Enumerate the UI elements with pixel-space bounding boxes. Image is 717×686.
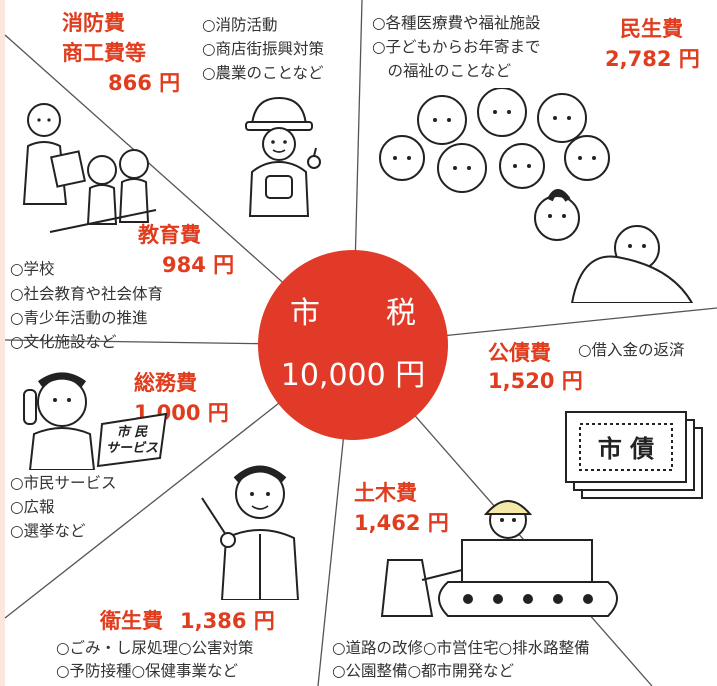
public-debt-item: ○借入金の返済: [578, 341, 685, 359]
doctor-illustration: [201, 465, 300, 600]
general-affairs-item: ○広報: [10, 498, 55, 516]
education-item: ○青少年活動の推進: [10, 309, 148, 327]
elderly-faces-illustration: [379, 88, 694, 303]
education-name: 教育費: [138, 223, 201, 247]
public-debt-amount: 1,520 円: [488, 369, 583, 393]
city-tax-total: 10,000 円: [280, 358, 426, 393]
fire-commerce-item: ○消防活動: [202, 16, 278, 34]
civil-engineering-amount: 1,462 円: [354, 511, 449, 535]
fire-commerce-name-2: 商工費等: [62, 41, 146, 65]
education-item: ○学校: [10, 260, 55, 278]
general-affairs-item: ○市民サービス: [10, 474, 117, 492]
city-tax-circle: 市 税 10,000 円: [258, 250, 448, 440]
sanitation-amount: 1,386 円: [180, 609, 275, 633]
bond-sign-text: 市 債: [598, 435, 654, 463]
civil-engineering-name: 土木費: [354, 481, 417, 505]
welfare-item: の福祉のことなど: [372, 62, 512, 80]
education-item: ○社会教育や社会体育: [10, 285, 164, 303]
civil-engineering-item: ○公園整備○都市開発など: [332, 662, 515, 680]
bulldozer-illustration: [380, 500, 618, 617]
firefighter-illustration: [245, 96, 321, 217]
city-tax-label: 市 税: [290, 296, 434, 331]
fire-commerce-item: ○商店街振興対策: [202, 40, 325, 58]
welfare-name: 民生費: [620, 17, 683, 41]
sanitation-item: ○ごみ・し尿処理○公害対策: [56, 639, 254, 657]
welfare-item: ○各種医療費や福祉施設: [372, 14, 541, 32]
bond-certificate-illustration: 市 債: [565, 411, 703, 499]
phone-clerk-illustration: 市 民サービス: [23, 372, 168, 470]
sanitation-item: ○予防接種○保健事業など: [56, 662, 239, 680]
service-sign-text: 市 民サービス: [106, 424, 158, 456]
welfare-amount: 2,782 円: [605, 47, 700, 71]
general-affairs-item: ○選挙など: [10, 522, 86, 540]
teacher-students-illustration: [22, 103, 157, 233]
fire-commerce-amount: 866 円: [108, 71, 181, 95]
public-debt-name: 公債費: [488, 341, 551, 365]
sanitation-name: 衛生費: [100, 609, 163, 633]
fire-commerce-item: ○農業のことなど: [202, 64, 324, 82]
welfare-item: ○子どもからお年寄まで: [372, 38, 541, 56]
civil-engineering-item: ○道路の改修○市営住宅○排水路整備: [332, 639, 590, 657]
general-affairs-name: 総務費: [134, 371, 197, 395]
education-item: ○文化施設など: [10, 333, 117, 351]
education-amount: 984 円: [162, 253, 235, 277]
fire-commerce-name-1: 消防費: [62, 11, 125, 35]
